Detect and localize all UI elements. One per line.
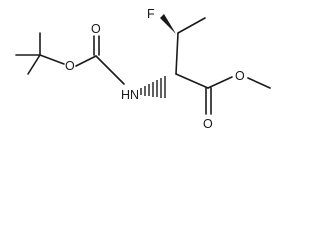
molecule-structure: F O O H N O O <box>15 7 271 131</box>
atom-fluorine: F <box>147 7 155 21</box>
atom-nitrogen: N <box>130 88 139 102</box>
atom-hydrogen: H <box>121 88 130 102</box>
bond-alpha-to-beta-carbon <box>175 32 179 75</box>
bond-beta-to-methyl <box>177 17 206 34</box>
bond-alpha-to-ester-carbon <box>175 73 209 89</box>
bond-ester-carbon-to-oxygen <box>207 76 233 89</box>
atom-ester-carbonyl-oxygen: O <box>203 117 213 131</box>
boc-carbamate <box>75 35 125 85</box>
wedge-bond-beta-fluorine <box>160 14 176 34</box>
atom-ester-ether-oxygen: O <box>235 69 245 83</box>
atom-boc-ether-oxygen: O <box>65 59 75 73</box>
methyl-ester <box>205 76 271 115</box>
bond-oxygen-to-carbonyl <box>75 55 97 67</box>
bond-tbu-to-oxygen <box>39 54 65 65</box>
atom-boc-carbonyl-oxygen: O <box>91 22 101 36</box>
bond-carbonyl-to-nitrogen <box>95 55 125 85</box>
tert-butyl-group <box>15 32 65 75</box>
bond-oxygen-to-methyl <box>247 77 271 89</box>
hashed-bond-n-alpha <box>140 76 166 98</box>
bond-tbu-methyl-bottom <box>27 54 41 75</box>
